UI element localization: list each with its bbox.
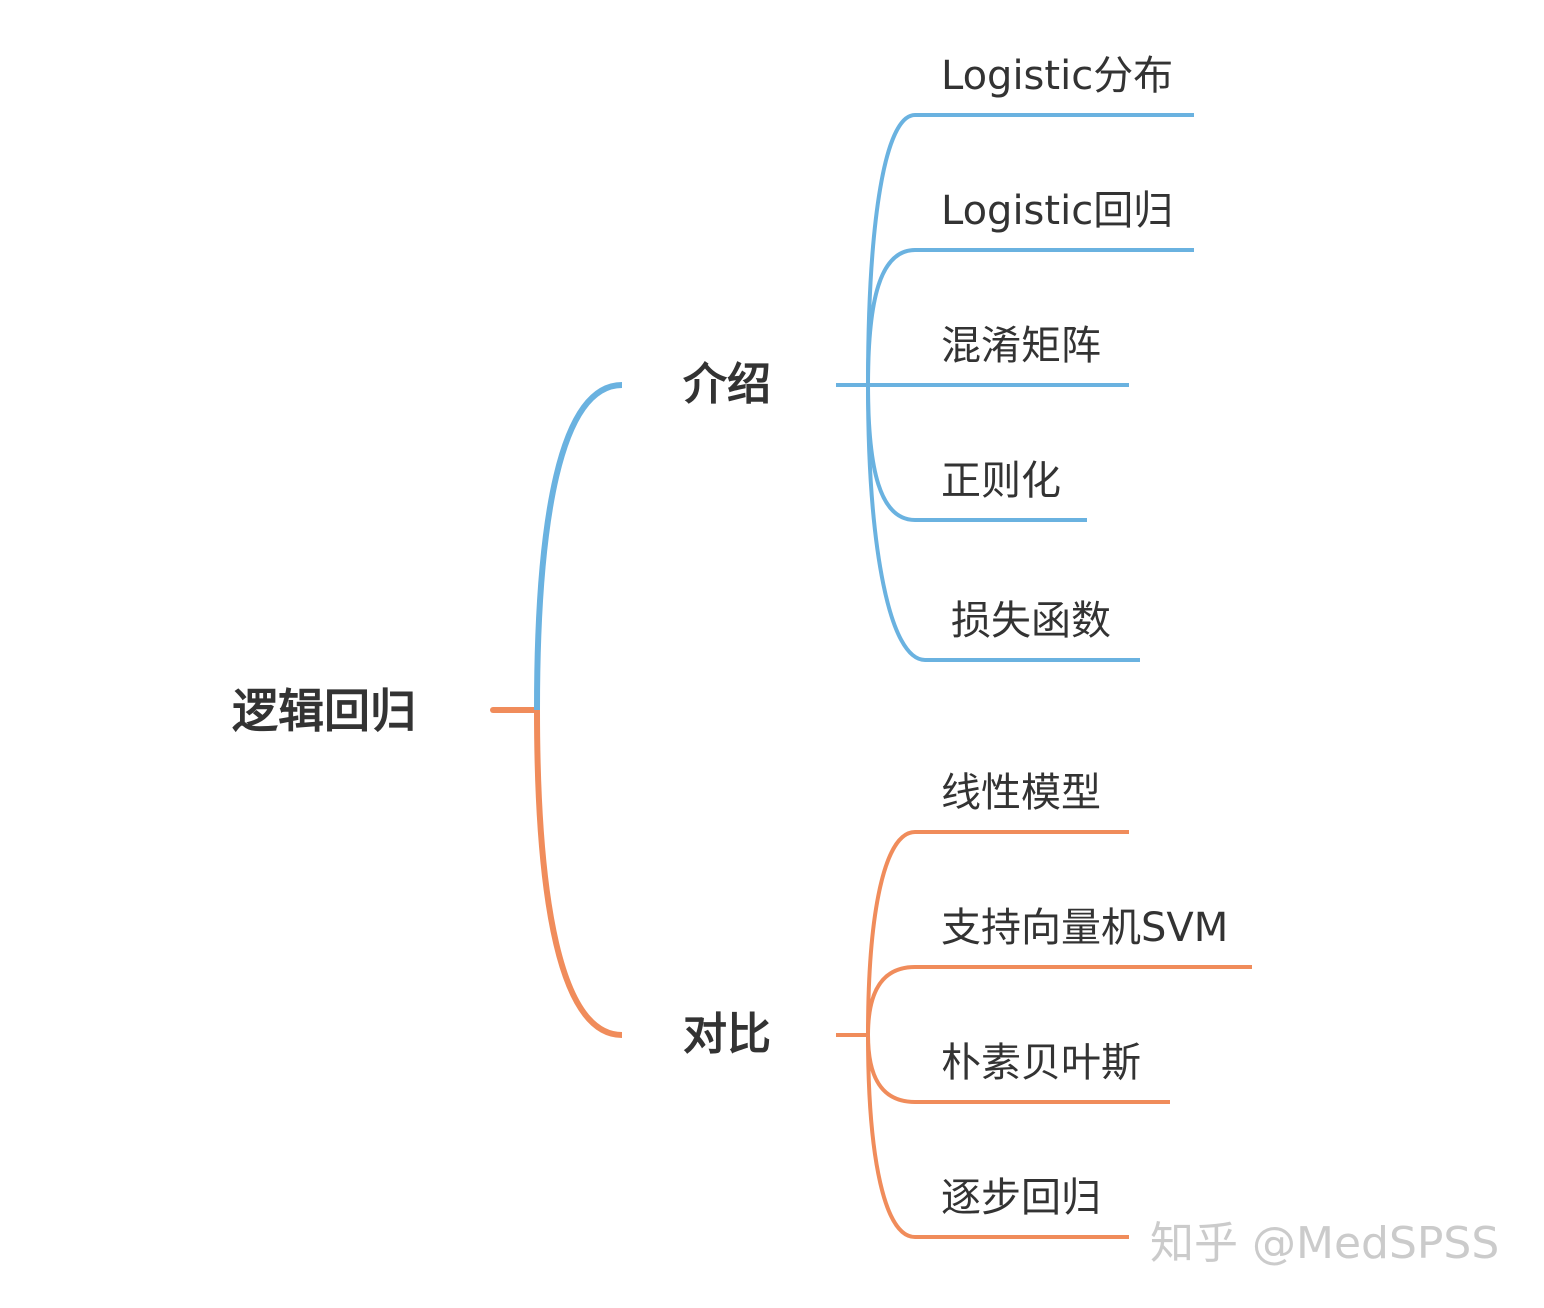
watermark: 知乎 @MedSPSS: [1150, 1218, 1500, 1269]
link-root-intro: [534, 382, 623, 711]
root-node-label: 逻辑回归: [232, 684, 416, 738]
branch-node-compare: 对比: [683, 1009, 771, 1060]
link-compare-leaf-1: [866, 830, 1129, 1036]
link-intro-leaf-1: [866, 113, 1194, 386]
leaf-node: Logistic分布: [941, 53, 1174, 99]
leaf-node: 混淆矩阵: [941, 323, 1101, 369]
leaf-node: 逐步回归: [941, 1175, 1101, 1221]
leaf-node: 支持向量机SVM: [941, 905, 1229, 951]
leaf-node: 损失函数: [951, 598, 1111, 644]
link-compare-leaf-2: [866, 965, 1252, 1036]
leaf-node: 线性模型: [941, 770, 1101, 816]
leaf-node: Logistic回归: [941, 188, 1174, 234]
leaf-node: 朴素贝叶斯: [941, 1040, 1141, 1086]
link-compare-leaf-4: [866, 1034, 1129, 1239]
branch-node-intro: 介绍: [683, 359, 771, 410]
leaf-node: 正则化: [941, 458, 1061, 504]
link-intro-leaf-2: [866, 248, 1194, 386]
link-intro-leaf-5: [866, 384, 1140, 662]
link-root-compare: [534, 709, 623, 1038]
